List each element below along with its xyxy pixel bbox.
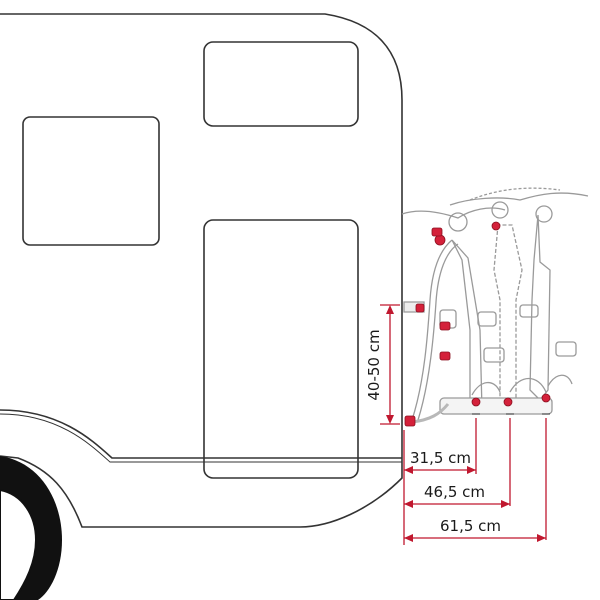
arrow-46-right	[501, 500, 510, 508]
window-left	[22, 116, 160, 246]
bike-frame-2	[493, 224, 523, 406]
bike-rack	[401, 187, 589, 424]
pedal-3	[519, 304, 539, 318]
pedal-2	[483, 347, 505, 363]
saddle-clamp-1	[448, 212, 468, 232]
rack-lower-brace	[411, 403, 450, 424]
rack-frame-upright	[411, 239, 453, 421]
dimension-arrowheads	[386, 305, 546, 542]
arrow-31-right	[467, 466, 476, 474]
depth-label-46: 46,5 cm	[424, 483, 485, 501]
red-clamp-top-bar	[431, 227, 443, 237]
camper-skirt-line-inner	[0, 413, 402, 463]
wheel-rim	[0, 488, 38, 600]
dimension-lines	[380, 304, 547, 545]
depth-label-61: 61,5 cm	[440, 517, 501, 535]
rack-lower-bar	[439, 397, 553, 415]
red-clamp-top	[434, 234, 446, 246]
red-wheel-strap-1	[471, 397, 481, 407]
arrow-61-right	[537, 534, 546, 542]
red-clamp-mid	[491, 221, 501, 231]
pedal-4	[555, 341, 577, 357]
red-clamp-side	[439, 321, 451, 331]
rack-red-clamps	[404, 221, 551, 427]
bike-frame-3	[529, 214, 551, 401]
pedal-1	[477, 311, 497, 327]
camper-body	[0, 13, 403, 528]
rack-frame-upright-inner	[417, 243, 459, 421]
rear-wheel	[0, 456, 62, 600]
window-top-right	[203, 41, 359, 127]
red-clamp-upper-mount	[415, 303, 425, 313]
rear-door	[203, 219, 359, 479]
camper-outline	[0, 13, 403, 528]
saddle-clamp-2	[491, 201, 509, 219]
handlebar-1	[401, 207, 506, 219]
handlebar-2	[449, 192, 589, 206]
bike-wheel-arc-3	[547, 374, 573, 387]
arrow-46-left	[404, 500, 413, 508]
red-wheel-strap-3	[541, 393, 551, 403]
depth-label-31: 31,5 cm	[410, 449, 471, 467]
red-clamp-low-1	[439, 351, 451, 361]
red-wheel-strap-2	[503, 397, 513, 407]
height-dimension-label: 40-50 cm	[365, 329, 383, 400]
saddle-clamp-3	[535, 205, 553, 223]
red-clamp-lower-mount	[404, 415, 416, 427]
bike-wheel-arc-1	[471, 381, 501, 396]
arrow-height-up	[386, 305, 394, 314]
arrow-61-left	[404, 534, 413, 542]
handlebar-3	[469, 187, 561, 201]
arrow-31-left	[404, 466, 413, 474]
arrow-height-down	[386, 415, 394, 424]
bike-wheel-arc-2	[509, 377, 547, 393]
camper-skirt-line	[0, 409, 402, 459]
